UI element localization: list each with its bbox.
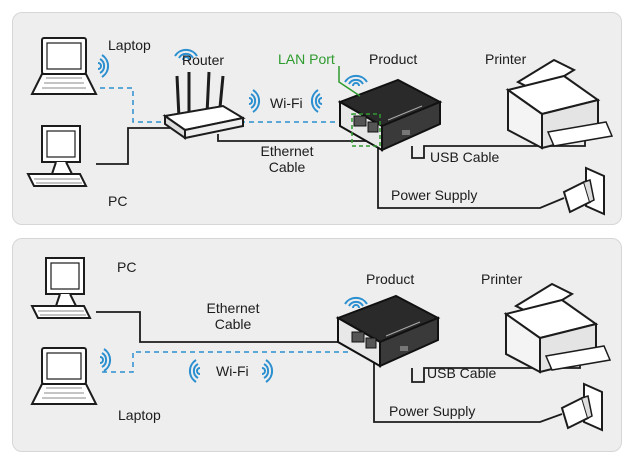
bottom-wifi-label: Wi-Fi: [216, 363, 249, 379]
top-product-wifi-icon: [344, 74, 368, 87]
top-lan-port-label: LAN Port: [278, 51, 335, 67]
bottom-product-icon: [335, 294, 441, 368]
top-pc-icon: [26, 125, 88, 187]
top-power-supply-label: Power Supply: [391, 187, 478, 203]
top-power-plug-icon: [562, 166, 605, 216]
top-ethernet-line1: Ethernet: [260, 143, 314, 159]
top-ethernet-cable-label: Ethernet Cable: [252, 143, 322, 175]
top-laptop-label: Laptop: [108, 37, 151, 53]
top-power-cable: [377, 140, 565, 209]
top-product-icon: [337, 78, 443, 152]
bottom-wifi-laptop-line: [102, 351, 352, 373]
top-wifi-label: Wi-Fi: [270, 95, 303, 111]
top-ethernet-cable: [96, 127, 373, 165]
top-printer-label: Printer: [485, 51, 527, 67]
bottom-laptop-label: Laptop: [118, 407, 161, 423]
bottom-pc-icon: [30, 257, 92, 319]
top-usb-cable: [411, 132, 586, 159]
bottom-product-wifi-icon: [344, 296, 368, 309]
top-printer-icon: [505, 58, 614, 150]
top-router-wifi-right-icon: [248, 89, 261, 113]
bottom-wifi-left-icon: [188, 359, 201, 383]
bottom-power-cable: [373, 360, 563, 423]
top-product-wifi-left-icon: [310, 89, 323, 113]
top-laptop-icon: [30, 37, 98, 95]
bottom-power-plug-icon: [560, 382, 603, 432]
top-laptop-wifi-icon: [97, 54, 110, 78]
bottom-pc-label: PC: [117, 259, 137, 275]
bottom-laptop-wifi-icon: [99, 348, 112, 372]
top-wifi-laptop-line: [100, 87, 168, 123]
bottom-wifi-right-icon: [261, 359, 274, 383]
bottom-printer-icon: [503, 282, 612, 374]
bottom-usb-cable-label: USB Cable: [427, 365, 497, 381]
top-pc-label: PC: [108, 193, 128, 209]
bottom-ethernet-line2: Cable: [214, 316, 252, 332]
bottom-ethernet-line1: Ethernet: [206, 300, 260, 316]
bottom-laptop-icon: [30, 347, 98, 405]
top-router-label: Router: [182, 52, 225, 68]
top-router-icon: [162, 71, 246, 140]
bottom-printer-label: Printer: [481, 271, 523, 287]
top-usb-cable-label: USB Cable: [430, 149, 500, 165]
bottom-usb-cable: [411, 356, 581, 383]
bottom-power-supply-label: Power Supply: [389, 403, 476, 419]
bottom-ethernet-cable-label: Ethernet Cable: [198, 300, 268, 332]
bottom-product-label: Product: [366, 271, 415, 287]
top-lan-port-highlight: [338, 66, 381, 147]
top-product-label: Product: [369, 51, 418, 67]
top-ethernet-line2: Cable: [268, 159, 306, 175]
